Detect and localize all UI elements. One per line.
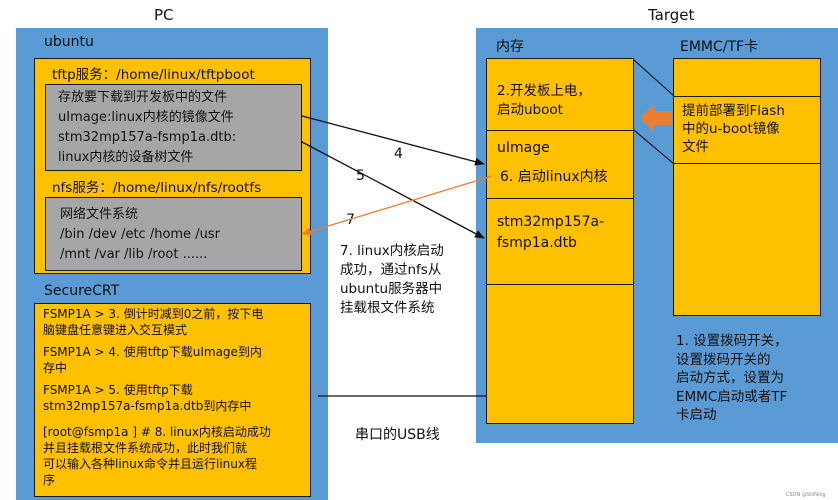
crt-line: [root@fsmp1a ] # 8. linux内核启动成功 <box>43 425 271 439</box>
emmc-line: 中的u-boot镜像 <box>682 121 780 137</box>
tftp-line: linux内核的设备树文件 <box>58 150 194 165</box>
crt-line: 脑键盘任意键进入交互模式 <box>43 323 188 337</box>
step1-line: 设置拨码开关的 <box>676 351 771 368</box>
watermark: CSDN @SiliNing <box>786 492 826 498</box>
tftp-line: 存放要下载到开发板中的文件 <box>58 90 228 105</box>
nfs-line: /bin /dev /etc /home /usr <box>60 227 220 242</box>
memory-divider <box>486 198 634 199</box>
securecrt-box: FSMP1A > 3. 倒计时减到0之前，按下电 脑键盘任意键进入交互模式 FS… <box>34 303 311 497</box>
memory-box <box>486 58 634 424</box>
dtb-line: fsmp1a.dtb <box>497 235 577 251</box>
ubuntu-label: ubuntu <box>44 34 94 50</box>
arrow-7 <box>301 175 493 236</box>
nfs-title: nfs服务：/home/linux/nfs/rootfs <box>52 180 262 196</box>
pc-header: PC <box>154 6 174 24</box>
step1-line: 启动方式，设置为 <box>676 370 784 386</box>
step7-line: 成功，通过nfs从 <box>340 262 442 278</box>
dtb-label: stm32mp157a- fsmp1a.dtb <box>497 212 604 254</box>
crt-line: stm32mp157a-fsmp1a.dtb到内存中 <box>43 399 252 413</box>
emmc-line: 提前部署到Flash <box>682 103 785 119</box>
crt-line: FSMP1A > 5. 使用tftp下载 <box>43 383 193 397</box>
mem-step2-line: 启动uboot <box>497 102 563 118</box>
mem-step6: 6. 启动linux内核 <box>500 169 608 185</box>
step7-line: 挂载根文件系统 <box>340 300 435 316</box>
arrow-5 <box>301 141 485 239</box>
arrow-label-5: 5 <box>356 168 365 184</box>
dtb-line: stm32mp157a- <box>497 214 605 230</box>
crt-line: 存中 <box>43 361 68 375</box>
step7-line: 7. linux内核启动 <box>340 243 444 259</box>
emmc-box <box>673 58 821 316</box>
emmc-connector <box>633 129 675 165</box>
arrow-4 <box>301 115 485 166</box>
step7-line: ubuntu服务器中 <box>340 281 443 297</box>
crt-line: FSMP1A > 3. 倒计时减到0之前，按下电 <box>43 307 264 321</box>
nfs-box: 网络文件系统 /bin /dev /etc /home /usr /mnt /v… <box>45 197 302 271</box>
uimage-label: uImage <box>497 140 550 156</box>
arrow-label-4: 4 <box>394 146 403 162</box>
arrow-label-7: 7 <box>346 212 355 228</box>
emmc-label: EMMC/TF卡 <box>680 39 759 55</box>
crt-line: FSMP1A > 4. 使用tftp下载uImage到内 <box>43 345 262 359</box>
emmc-uboot-box: 提前部署到Flash 中的u-boot镜像 文件 <box>673 96 821 164</box>
step1-line: 卡启动 <box>676 407 717 423</box>
crt-line: 序 <box>43 473 56 487</box>
crt-line: 并且挂载根文件系统成功，此时我们就 <box>43 441 248 455</box>
emmc-connector <box>633 59 675 97</box>
memory-divider <box>486 284 634 285</box>
nfs-line: /mnt /var /lib /root ...... <box>60 247 208 262</box>
memory-label: 内存 <box>496 39 524 55</box>
target-header: Target <box>648 6 695 24</box>
load-uboot-arrow <box>640 104 672 132</box>
tftp-line: stm32mp157a-fsmp1a.dtb: <box>58 130 237 145</box>
tftp-box: 存放要下载到开发板中的文件 uImage:linux内核的镜像文件 stm32m… <box>45 84 302 171</box>
usb-label: 串口的USB线 <box>355 427 440 443</box>
crt-line: 可以输入各种linux命令并且运行linux程 <box>43 457 257 471</box>
step1-line: 1. 设置拨码开关， <box>676 333 788 349</box>
securecrt-label: SecureCRT <box>44 283 120 299</box>
tftp-title: tftp服务：/home/linux/tftpboot <box>52 67 255 83</box>
emmc-line: 文件 <box>682 139 709 155</box>
step1-text: 1. 设置拨码开关， 设置拨码开关的 启动方式，设置为 EMMC启动或者TF 卡… <box>676 332 788 425</box>
tftp-line: uImage:linux内核的镜像文件 <box>58 110 234 125</box>
mem-step2-line: 2.开发板上电， <box>497 83 591 99</box>
nfs-line: 网络文件系统 <box>60 207 139 222</box>
mem-step2: 2.开发板上电， 启动uboot <box>497 82 591 120</box>
step1-line: EMMC启动或者TF <box>676 388 788 405</box>
memory-divider <box>486 130 634 131</box>
step7-text: 7. linux内核启动 成功，通过nfs从 ubuntu服务器中 挂载根文件系… <box>340 242 444 318</box>
